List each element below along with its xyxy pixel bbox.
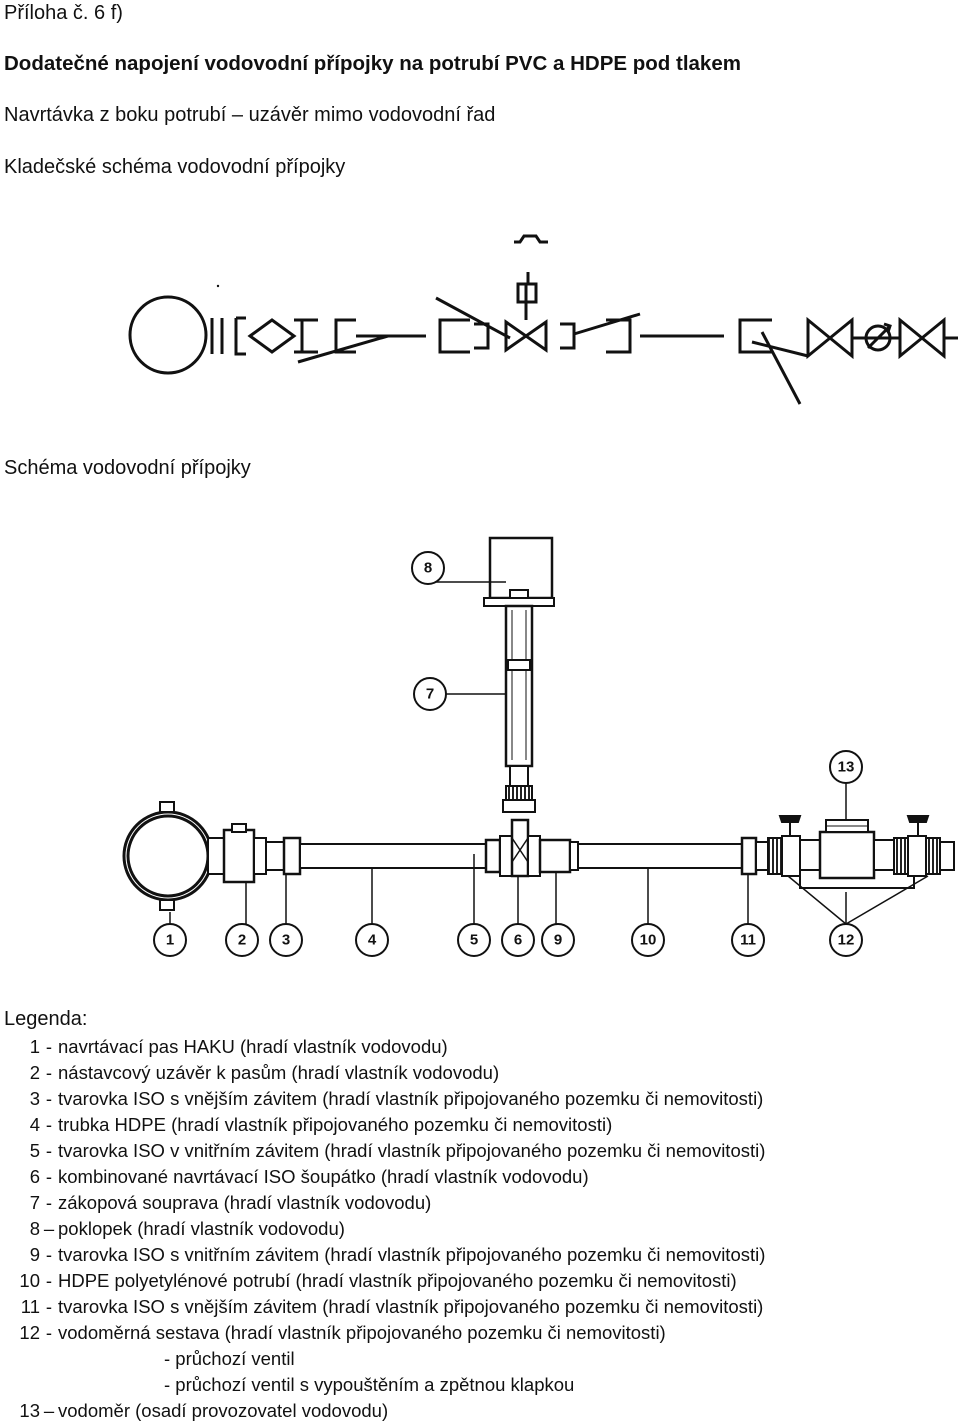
legend-item: 2-nástavcový uzávěr k pasům (hradí vlast… <box>29 1062 500 1083</box>
badge-4-label: 4 <box>368 932 377 949</box>
legend-item: 6-kombinované navrtávací ISO šoupátko (h… <box>29 1166 589 1187</box>
badge-5 <box>457 923 491 957</box>
valve-right-symbol <box>898 316 946 360</box>
legend-item: 3-tvarovka ISO s vnějším závitem (hradí … <box>29 1088 764 1109</box>
legend-item: 5-tvarovka ISO v vnitřním závitem (hradí… <box>29 1140 766 1161</box>
badge-12-label: 12 <box>838 932 855 949</box>
badge-8 <box>411 551 445 585</box>
badge-3-label: 3 <box>282 932 290 949</box>
badge-3 <box>269 923 303 957</box>
subtitle-layer-scheme: Kladečské schéma vodovodní přípojky <box>4 156 346 178</box>
main-pipe-1 <box>126 814 210 898</box>
annex-label: Příloha č. 6 f) <box>4 2 123 24</box>
extension-spindle-7 <box>504 604 534 768</box>
badge-11 <box>731 923 765 957</box>
subtitle-drilling: Navrtávka z boku potrubí – uzávěr mimo v… <box>4 104 496 126</box>
legend-item: 1-navrtávací pas HAKU (hradí vlastník vo… <box>29 1036 448 1057</box>
badge-2-label: 2 <box>238 932 246 949</box>
legend-sub-item: - průchozí ventil <box>164 1348 295 1369</box>
legend-item: 11-tvarovka ISO s vnějším závitem (hradí… <box>20 1296 764 1317</box>
badge-1-label: 1 <box>166 932 174 949</box>
badge-6 <box>501 923 535 957</box>
legend-heading: Legenda: <box>4 1008 88 1030</box>
badge-2 <box>225 923 259 957</box>
hdpe-pipe-10 <box>577 843 743 869</box>
badge-6-label: 6 <box>514 932 522 949</box>
assembly-diagram: 8 7 13 1 2 3 4 5 6 9 10 11 12 <box>122 536 955 957</box>
main-pipe-symbol <box>128 295 208 375</box>
water-meter-symbol <box>864 324 892 352</box>
legend-item: 13–vodoměr (osadí provozovatel vodovodu) <box>19 1400 389 1421</box>
water-meter-13 <box>818 830 876 880</box>
badge-9 <box>541 923 575 957</box>
symbolic-scheme-diagram <box>128 234 958 405</box>
legend-item: 7-zákopová souprava (hradí vlastník vodo… <box>29 1192 432 1213</box>
legend-sub-item: - průchozí ventil s vypouštěním a zpětno… <box>164 1374 575 1395</box>
badge-12 <box>829 923 863 957</box>
subtitle-scheme: Schéma vodovodní přípojky <box>4 457 251 479</box>
legend-item: 9-tvarovka ISO s vnitřním závitem (hradí… <box>29 1244 766 1265</box>
badge-5-label: 5 <box>470 932 478 949</box>
legend-item: 8–poklopek (hradí vlastník vodovodu) <box>29 1218 345 1239</box>
badge-1 <box>153 923 187 957</box>
hdpe-pipe-4 <box>299 843 487 869</box>
badge-13-label: 13 <box>838 759 855 776</box>
badge-7-label: 7 <box>426 686 434 703</box>
badge-13 <box>829 750 863 784</box>
legend-list: 1-navrtávací pas HAKU (hradí vlastník vo… <box>0 1034 960 1424</box>
butterfly-valve-symbol <box>504 319 548 353</box>
badge-9-label: 9 <box>554 932 562 949</box>
badge-8-label: 8 <box>424 560 432 577</box>
badge-4 <box>355 923 389 957</box>
document-title: Dodatečné napojení vodovodní přípojky na… <box>4 52 741 75</box>
legend-item: 12-vodoměrná sestava (hradí vlastník při… <box>19 1322 666 1343</box>
legend-item: 10-HDPE polyetylénové potrubí (hradí vla… <box>19 1270 737 1291</box>
badge-10-label: 10 <box>640 932 657 949</box>
legend-item: 4-trubka HDPE (hradí vlastník připojovan… <box>29 1114 613 1135</box>
valve-diamond-symbol <box>247 318 297 354</box>
valve-left-symbol <box>806 316 854 360</box>
badge-7 <box>413 677 447 711</box>
badge-10 <box>631 923 665 957</box>
gate-valve-6 <box>510 818 530 878</box>
badge-11-label: 11 <box>740 932 756 949</box>
